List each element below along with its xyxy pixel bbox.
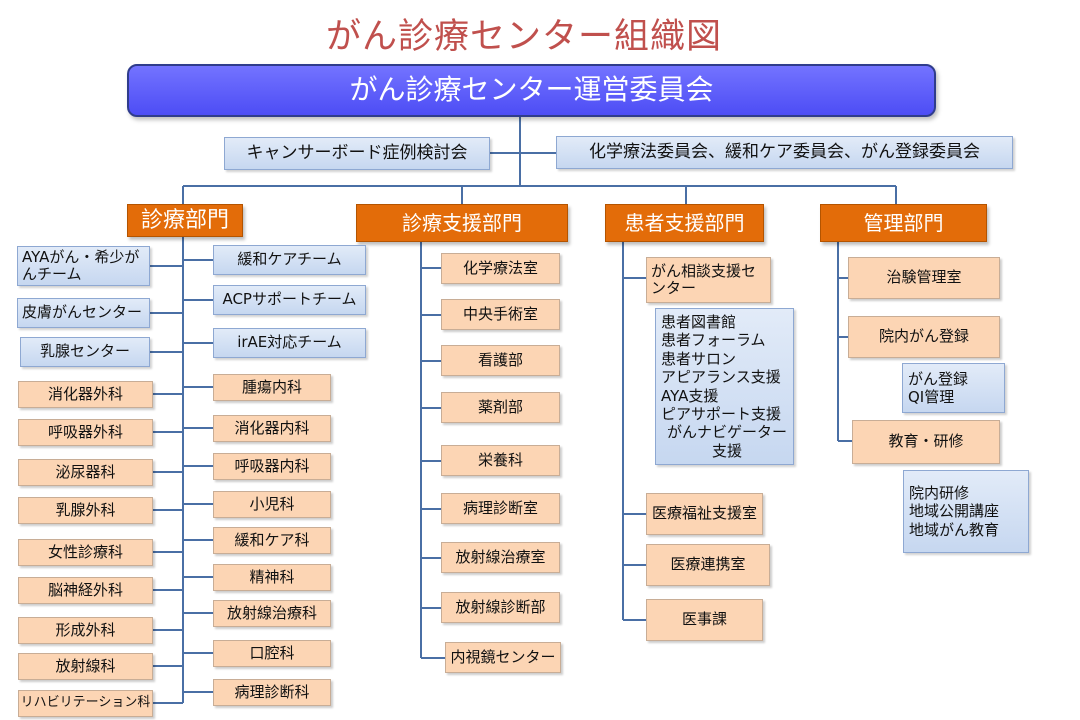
clinical-dept-box[interactable]: 精神科: [213, 564, 331, 591]
education-item: 院内研修: [909, 483, 970, 502]
clinical-dept-box[interactable]: 緩和ケア科: [213, 527, 331, 554]
consult-service-item: ピアサポート支援: [661, 404, 782, 423]
consult-service-item: アピアランス支援: [661, 368, 781, 387]
admin-unit-box[interactable]: 治験管理室: [848, 257, 1000, 299]
page-title: がん診療センター組織図: [325, 17, 722, 57]
patient-unit-box[interactable]: 医療連携室: [646, 544, 770, 586]
clinical-team-box[interactable]: AYAがん・希少がんチーム: [17, 246, 150, 286]
clinical-dept-box[interactable]: 脳神経外科: [18, 577, 153, 604]
dept-patient[interactable]: 患者支援部門: [605, 204, 764, 242]
consult-service-item: AYA支援: [661, 386, 719, 405]
registry-item: QI管理: [908, 388, 955, 406]
consult-service-item: 患者図書館: [661, 312, 737, 331]
support-unit-box[interactable]: 病理診断室: [441, 493, 560, 524]
clinical-dept-box[interactable]: 女性診療科: [18, 539, 153, 566]
support-unit-box[interactable]: 放射線治療室: [441, 542, 560, 573]
education-item: 地域がん教育: [909, 520, 1000, 539]
support-unit-box[interactable]: 放射線診断部: [441, 592, 560, 623]
cancer-board-box[interactable]: キャンサーボード症例検討会: [224, 137, 490, 170]
admin-unit-box[interactable]: 院内がん登録: [848, 316, 1000, 358]
patient-unit-box[interactable]: 医療福祉支援室: [646, 493, 763, 535]
consult-service-item: がんナビゲーター支援: [666, 423, 787, 460]
clinical-dept-box[interactable]: 泌尿器科: [18, 459, 153, 486]
consult-services-list: 患者図書館 患者フォーラム 患者サロン アピアランス支援 AYA支援 ピアサポー…: [655, 308, 794, 465]
clinical-dept-box[interactable]: 呼吸器内科: [213, 453, 331, 480]
clinical-dept-box[interactable]: 乳腺外科: [18, 497, 153, 524]
clinical-dept-box[interactable]: 放射線治療科: [213, 600, 331, 627]
clinical-dept-box[interactable]: リハビリテーション科: [18, 690, 153, 717]
clinical-dept-box[interactable]: 小児科: [213, 491, 331, 518]
dept-admin[interactable]: 管理部門: [820, 204, 987, 242]
dept-support[interactable]: 診療支援部門: [356, 204, 568, 242]
clinical-dept-box[interactable]: 消化器内科: [213, 415, 331, 442]
dept-clinical[interactable]: 診療部門: [127, 204, 243, 237]
patient-unit-box[interactable]: 医事課: [646, 599, 763, 641]
clinical-dept-box[interactable]: 病理診断科: [213, 679, 331, 706]
support-unit-box[interactable]: 看護部: [441, 345, 560, 376]
clinical-center-box[interactable]: 乳腺センター: [20, 337, 150, 367]
support-unit-box[interactable]: 薬剤部: [441, 392, 560, 423]
committee-box[interactable]: がん診療センター運営委員会: [127, 64, 936, 117]
clinical-dept-box[interactable]: 形成外科: [18, 617, 153, 644]
support-unit-box[interactable]: 化学療法室: [441, 253, 560, 284]
clinical-dept-box[interactable]: 呼吸器外科: [18, 419, 153, 446]
education-item: 地域公開講座: [909, 502, 1000, 521]
registry-item: がん登録: [908, 369, 969, 388]
consult-center-box[interactable]: がん相談支援センター: [646, 257, 771, 303]
support-unit-box[interactable]: 中央手術室: [441, 299, 560, 330]
support-unit-box[interactable]: 内視鏡センター: [445, 642, 561, 673]
registry-items-list: がん登録 QI管理: [902, 363, 1005, 413]
consult-service-item: 患者サロン: [661, 349, 737, 368]
clinical-team-box[interactable]: ACPサポートチーム: [213, 285, 366, 315]
clinical-dept-box[interactable]: 口腔科: [213, 640, 331, 667]
clinical-team-box[interactable]: 緩和ケアチーム: [213, 245, 366, 275]
consult-service-item: 患者フォーラム: [661, 331, 766, 350]
clinical-team-box[interactable]: irAE対応チーム: [213, 328, 366, 358]
clinical-dept-box[interactable]: 消化器外科: [18, 381, 153, 408]
admin-unit-box[interactable]: 教育・研修: [852, 420, 1000, 464]
clinical-dept-box[interactable]: 腫瘍内科: [213, 374, 331, 401]
committees-box[interactable]: 化学療法委員会、緩和ケア委員会、がん登録委員会: [556, 136, 1013, 169]
support-unit-box[interactable]: 栄養科: [441, 445, 560, 476]
clinical-center-box[interactable]: 皮膚がんセンター: [17, 298, 150, 328]
clinical-dept-box[interactable]: 放射線科: [18, 653, 153, 680]
education-items-list: 院内研修 地域公開講座 地域がん教育: [903, 470, 1029, 553]
